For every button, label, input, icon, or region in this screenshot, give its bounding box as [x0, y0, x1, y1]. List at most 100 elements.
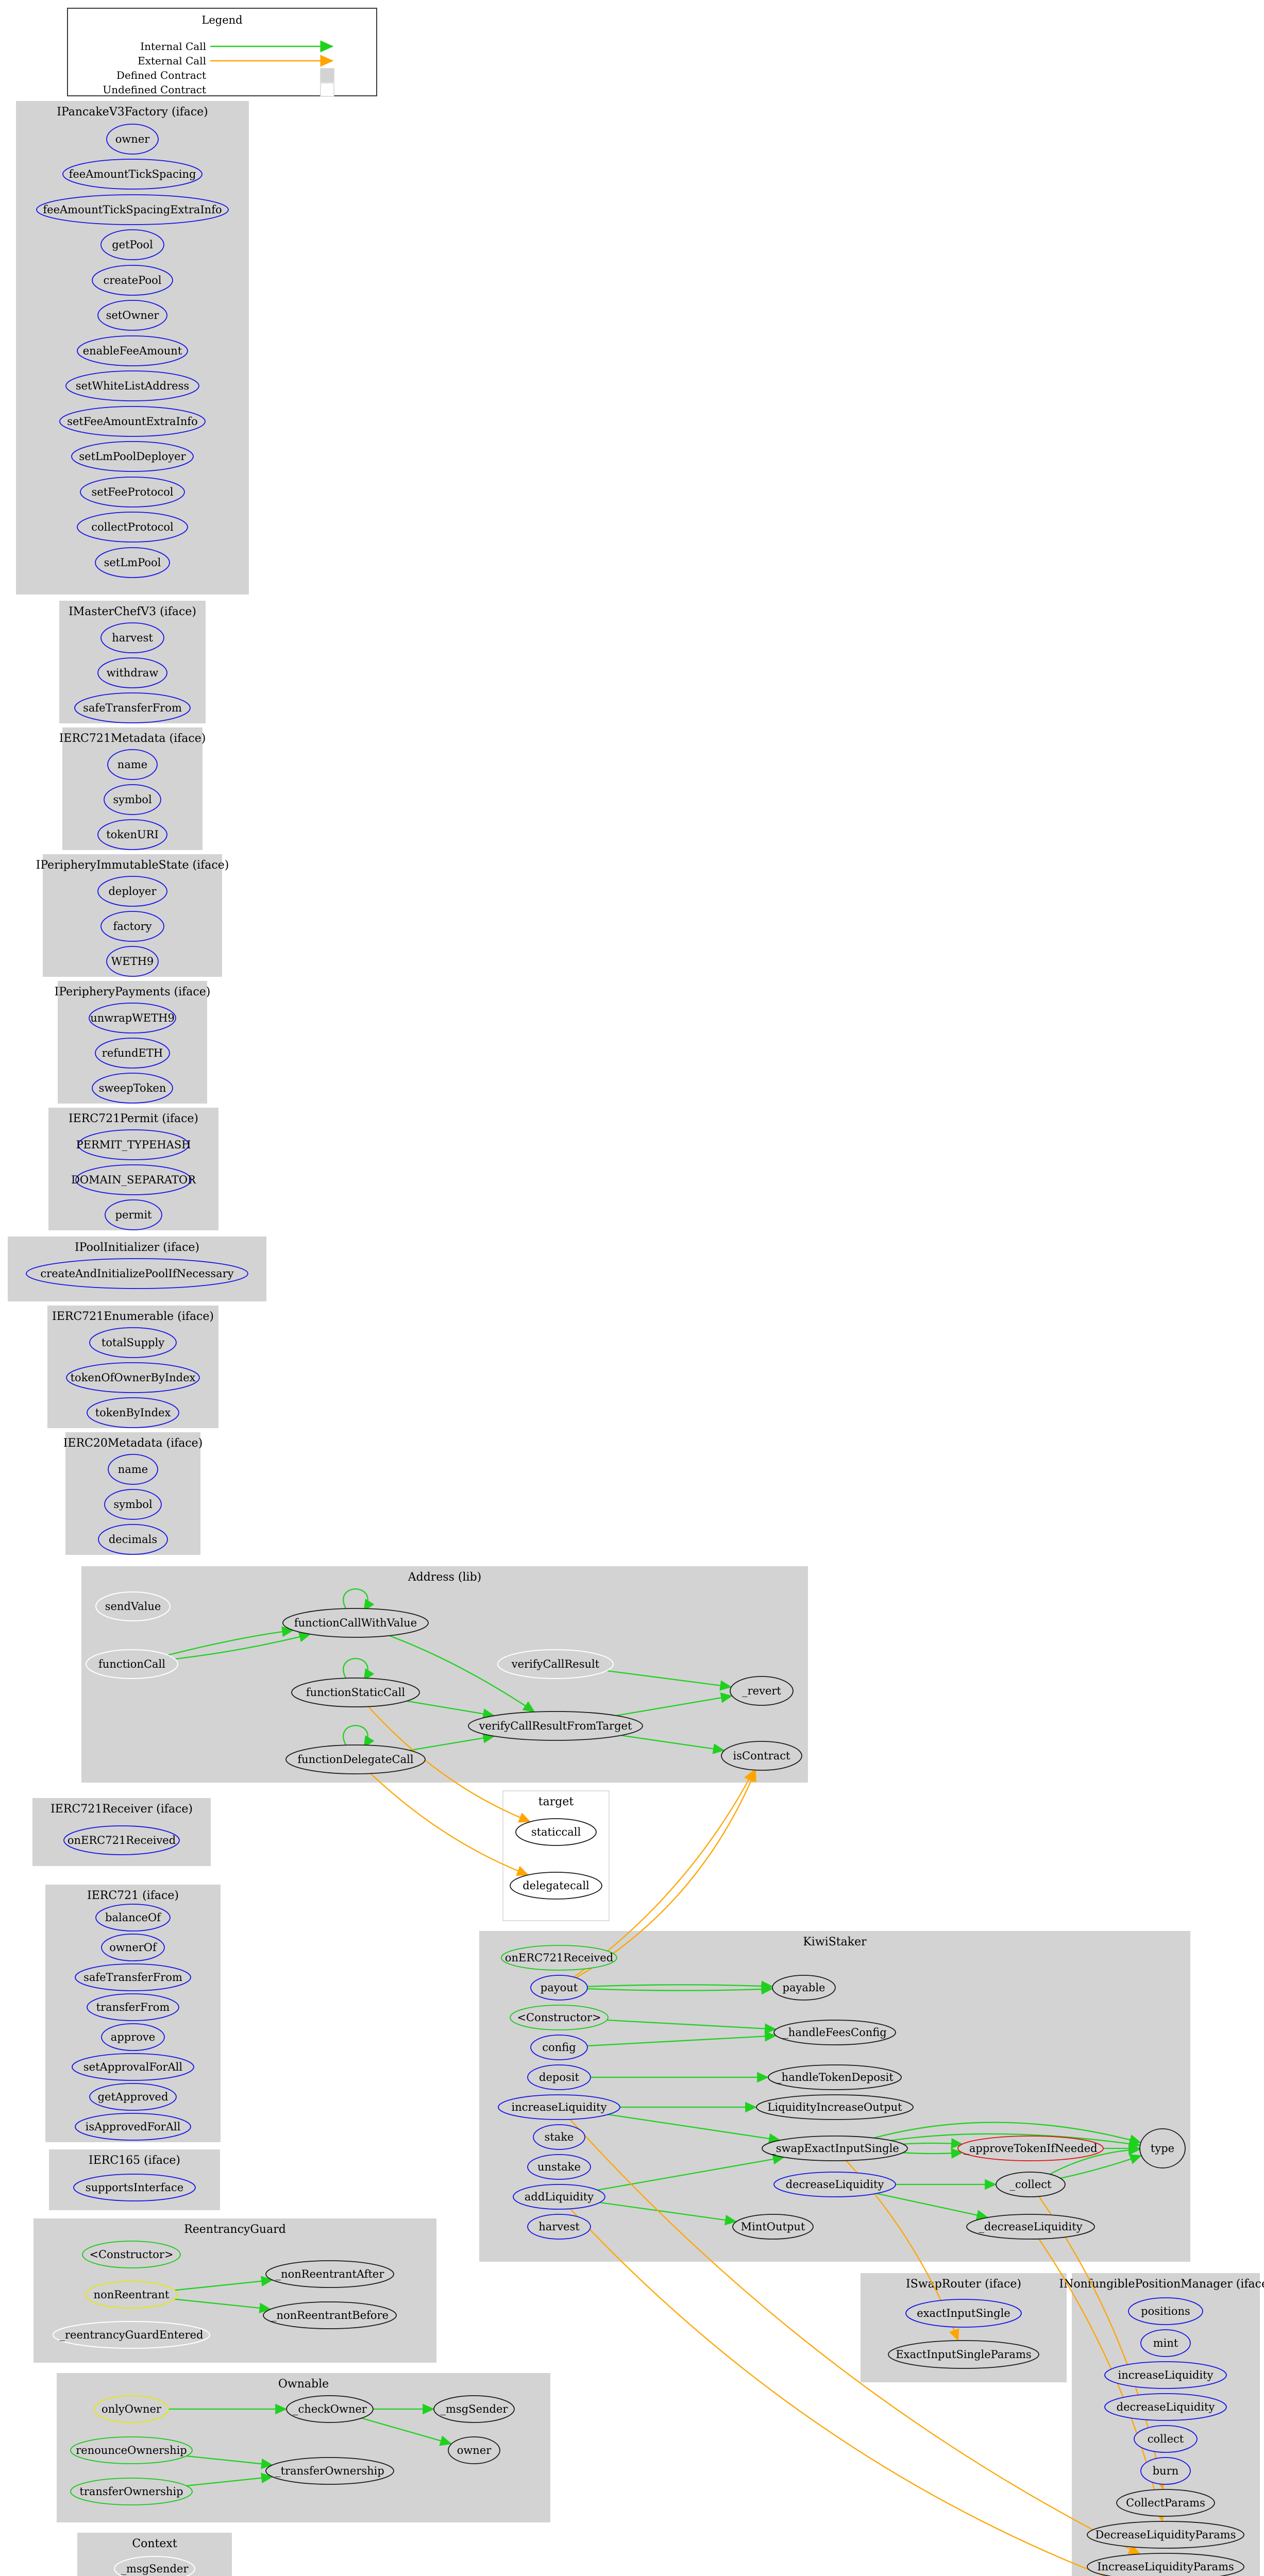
node-label-k_payable: payable — [783, 1981, 825, 1994]
node-ps_WETH9: WETH9 — [106, 946, 159, 977]
node-label-addr_fcwv: functionCallWithValue — [294, 1617, 417, 1629]
node-p_setOwner: setOwner — [97, 300, 167, 331]
node-pp_refundETH: refundETH — [95, 1038, 170, 1069]
node-label-p_setFeeProtocol: setFeeProtocol — [92, 486, 174, 498]
node-mc_safeTransferFrom: safeTransferFrom — [74, 692, 191, 723]
node-p_setWhiteListAddress: setWhiteListAddress — [65, 370, 199, 401]
cluster-label-e721: IERC721 (iface) — [87, 1889, 179, 1902]
node-pp_unwrapWETH9: unwrapWETH9 — [89, 1003, 176, 1033]
node-label-e721_safeTransferFrom: safeTransferFrom — [83, 1971, 182, 1984]
node-k_ctor: <Constructor> — [510, 2005, 609, 2030]
node-p_fatse: feeAmountTickSpacingExtraInfo — [36, 194, 229, 225]
node-label-own_msgSender: _msgSender — [441, 2403, 509, 2415]
node-label-own_onlyOwner: onlyOwner — [102, 2403, 162, 2415]
node-label-npm_DecreaseLiquidityParams: DecreaseLiquidityParams — [1096, 2529, 1236, 2541]
node-label-p_setWhiteListAddress: setWhiteListAddress — [76, 380, 189, 392]
edge-addr_vcrft-addr_revert — [616, 1692, 733, 1717]
node-e20m_symbol: symbol — [104, 1489, 162, 1520]
node-rg_after: _nonReentrantAfter — [265, 2260, 394, 2288]
node-label-rg_before: _nonReentrantBefore — [271, 2309, 389, 2321]
node-own_owner: owner — [448, 2436, 500, 2464]
node-own_transferOwnership: transferOwnership — [70, 2478, 193, 2505]
edge-k_payout-k_payable — [587, 1980, 773, 1992]
node-label-k_increaseLiquidity: increaseLiquidity — [511, 2101, 606, 2113]
node-label-tgt_staticcall: staticcall — [531, 1826, 581, 1838]
node-ps_deployer: deployer — [97, 876, 167, 907]
node-label-pi_createAndInitializePoolIfNecessary: createAndInitializePoolIfNecessary — [40, 1267, 233, 1280]
node-ep_DOMAIN_SEPARATOR: DOMAIN_SEPARATOR — [71, 1164, 196, 1195]
node-label-own_checkOwner: _checkOwner — [293, 2403, 367, 2415]
node-npm_DecreaseLiquidityParams: DecreaseLiquidityParams — [1087, 2521, 1244, 2549]
node-label-npm_burn: burn — [1153, 2465, 1179, 2477]
node-label-addr_revert: _revert — [742, 1685, 781, 1697]
node-label-k_decreaseLiquidityInt: _decreaseLiquidity — [979, 2221, 1082, 2233]
node-e165_supportsInterface: supportsInterface — [73, 2174, 196, 2201]
node-addr_functionCall: functionCall — [86, 1649, 178, 1679]
node-label-addr_functionCall: functionCall — [98, 1658, 165, 1670]
node-label-k_payout: payout — [541, 1981, 578, 1994]
node-k_harvest: harvest — [527, 2214, 591, 2240]
node-label-k_swapExactInputSingle: _swapExactInputSingle — [770, 2142, 899, 2155]
cluster-label-sr: ISwapRouter (iface) — [906, 2278, 1021, 2291]
node-label-k_onERC721Received: onERC721Received — [505, 1952, 613, 1964]
node-k_handleTokenDeposit: _handleTokenDeposit — [768, 2064, 902, 2090]
node-own_msgSender: _msgSender — [433, 2395, 515, 2423]
edge-k_payout-k_payable — [587, 1984, 773, 1995]
node-k_handleFeesConfig: _handleFeesConfig — [773, 2020, 896, 2045]
node-label-addr_vcrft: verifyCallResultFromTarget — [479, 1720, 632, 1732]
node-label-own_transferOwnershipInt: _transferOwnership — [275, 2465, 384, 2477]
node-label-em_tokenURI: tokenURI — [106, 828, 159, 841]
node-label-addr_fsc: functionStaticCall — [306, 1686, 405, 1699]
node-npm_CollectParams: CollectParams — [1116, 2489, 1215, 2517]
cluster-label-pp: IPeripheryPayments (iface) — [55, 986, 211, 998]
node-label-em_symbol: symbol — [113, 793, 152, 806]
edge-addr_fcwv-addr_vcrft — [389, 1635, 535, 1713]
node-k_decreaseLiquidityInt: _decreaseLiquidity — [966, 2214, 1095, 2240]
node-k_addLiquidity: addLiquidity — [513, 2184, 605, 2210]
node-label-k_MintOutput: MintOutput — [741, 2221, 805, 2233]
edge-addr_vcrft-addr_isContract — [621, 1735, 725, 1754]
legend-item-label: Internal Call — [140, 40, 206, 53]
edge-k_addLiquidity-k_MintOutput — [599, 2201, 737, 2226]
cluster-label-tgt: target — [538, 1795, 574, 1808]
cluster-label-kiwi: KiwiStaker — [803, 1936, 867, 1948]
node-label-ee_tokenOfOwnerByIndex: tokenOfOwnerByIndex — [71, 1371, 196, 1384]
node-label-em_name: name — [117, 758, 147, 771]
node-label-k_handleTokenDeposit: _handleTokenDeposit — [776, 2071, 894, 2083]
edge-own_checkOwner-own_owner — [361, 2417, 452, 2446]
edge-k_swapExactInputSingle-k_type — [890, 2133, 1141, 2149]
node-label-p_owner: owner — [115, 133, 150, 145]
node-sr_exactInputSingle: exactInputSingle — [905, 2299, 1022, 2328]
node-p_collectProtocol: collectProtocol — [77, 512, 188, 543]
node-e20m_name: name — [108, 1454, 158, 1485]
node-e721_transferFrom: transferFrom — [87, 1993, 179, 2021]
node-label-p_createPool: createPool — [104, 274, 162, 286]
node-label-k_config: config — [542, 2041, 576, 2054]
node-label-k_type: type — [1151, 2142, 1174, 2155]
edge-k_addLiquidity-npm_MintParams — [569, 2208, 1106, 2576]
edge-addr_fdc-tgt_delegatecall — [370, 1773, 529, 1876]
node-label-ps_WETH9: WETH9 — [111, 955, 154, 968]
node-label-p_setFeeAmountExtraInfo: setFeeAmountExtraInfo — [67, 415, 198, 428]
node-label-ep_PERMIT_TYPEHASH: PERMIT_TYPEHASH — [76, 1139, 191, 1151]
node-label-k_collect: _collect — [1010, 2178, 1052, 2191]
node-label-e721_balanceOf: balanceOf — [105, 1911, 162, 1924]
edge-k_decreaseLiquidity-k_decreaseLiquidityInt — [876, 2193, 989, 2221]
node-em_tokenURI: tokenURI — [97, 819, 167, 850]
node-label-ee_tokenByIndex: tokenByIndex — [95, 1406, 171, 1419]
node-label-k_stake: stake — [545, 2131, 574, 2143]
node-e721_safeTransferFrom: safeTransferFrom — [75, 1963, 191, 1991]
node-label-npm_CollectParams: CollectParams — [1126, 2497, 1205, 2509]
node-p_feeAmountTickSpacing: feeAmountTickSpacing — [62, 159, 203, 190]
node-pi_createAndInitializePoolIfNecessary: createAndInitializePoolIfNecessary — [26, 1258, 248, 1289]
nodes-layer: owner feeAmountTickSpacing feeAmountTickSp… — [26, 124, 1244, 2576]
node-addr_revert: _revert — [730, 1676, 794, 1706]
node-mc_harvest: harvest — [100, 622, 164, 653]
node-npm_burn: burn — [1140, 2457, 1191, 2485]
node-label-sr_exactInputSingle: exactInputSingle — [917, 2307, 1010, 2319]
node-label-own_renounceOwnership: renounceOwnership — [76, 2444, 187, 2456]
node-label-k_addLiquidity: addLiquidity — [525, 2191, 594, 2203]
node-label-npm_positions: positions — [1141, 2305, 1190, 2317]
legend-swatch-undefined — [320, 82, 334, 97]
